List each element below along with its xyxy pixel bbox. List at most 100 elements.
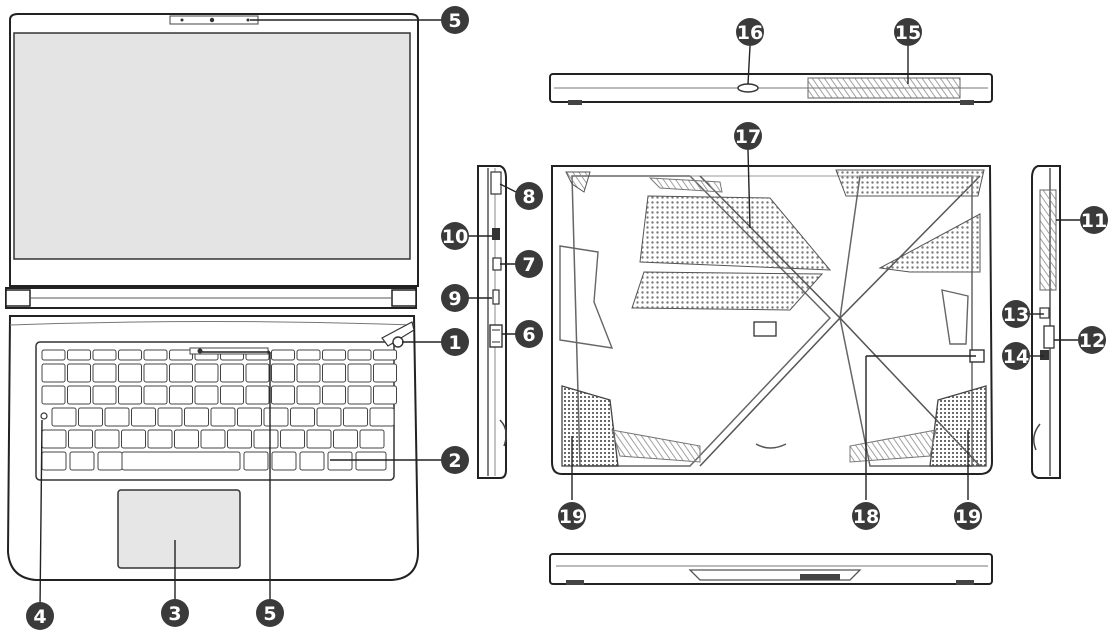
- right-port-14: [1040, 350, 1049, 360]
- key: [67, 349, 91, 361]
- right-port-13: [1039, 307, 1050, 319]
- key: [355, 451, 387, 471]
- key: [121, 451, 241, 471]
- key: [263, 407, 289, 427]
- callout-c11: 11: [1080, 206, 1108, 234]
- callout-badge: [515, 250, 543, 278]
- key: [322, 349, 346, 361]
- laptop-rear-view: [549, 73, 993, 105]
- key: [97, 451, 123, 471]
- key: [316, 407, 342, 427]
- key: [92, 363, 117, 383]
- key: [237, 407, 262, 427]
- callout-badge: [736, 18, 764, 46]
- callout-badge: [1078, 326, 1106, 354]
- key: [41, 385, 66, 405]
- callout-c13: 13: [1002, 300, 1030, 328]
- key: [333, 429, 358, 449]
- callout-label: 17: [735, 126, 761, 148]
- key: [245, 385, 270, 405]
- callout-c14: 14: [1002, 342, 1030, 370]
- key: [143, 385, 168, 405]
- key: [306, 429, 332, 449]
- callout-label: 1: [448, 332, 461, 354]
- key: [147, 429, 173, 449]
- left-port-9: [492, 289, 500, 305]
- rear-vent: [807, 77, 961, 99]
- key: [143, 363, 168, 383]
- key: [169, 363, 193, 383]
- microphone-bar: [189, 347, 269, 355]
- callout-label: 13: [1003, 304, 1029, 326]
- key: [67, 363, 91, 383]
- key: [245, 363, 270, 383]
- laptop-hinge: [5, 287, 417, 309]
- rear-port-16: [737, 83, 759, 93]
- key: [104, 407, 130, 427]
- callout-label: 18: [853, 506, 879, 528]
- laptop-left-side-view: [477, 165, 507, 479]
- callout-badge: [161, 599, 189, 627]
- left-port-10: [492, 228, 500, 240]
- callout-c10: 10: [441, 222, 469, 250]
- key: [347, 349, 372, 361]
- callout-badge: [441, 446, 469, 474]
- callout-badge: [515, 182, 543, 210]
- key: [243, 451, 269, 471]
- key: [296, 363, 321, 383]
- key: [296, 349, 321, 361]
- callout-label: 8: [522, 186, 535, 208]
- key: [373, 349, 397, 361]
- bottom-vent-upper: [639, 195, 832, 271]
- key: [51, 407, 77, 427]
- callout-label: 14: [1003, 346, 1029, 368]
- key: [194, 385, 219, 405]
- callout-badge: [441, 284, 469, 312]
- left-port-8: [490, 171, 502, 195]
- callout-c4: 4: [26, 602, 54, 630]
- left-port-6: [489, 324, 503, 348]
- power-button: [381, 321, 415, 348]
- callout-badge: [852, 502, 880, 530]
- callout-label: 2: [448, 450, 461, 472]
- right-vent: [1039, 189, 1057, 291]
- key: [296, 385, 321, 405]
- callout-c16: 16: [736, 18, 764, 46]
- callout-label: 12: [1079, 330, 1105, 352]
- webcam-strip: [169, 15, 259, 25]
- speaker-left: [561, 385, 619, 467]
- key: [200, 429, 226, 449]
- key: [373, 385, 397, 405]
- key: [121, 429, 146, 449]
- callout-label: 4: [33, 606, 46, 628]
- key: [169, 385, 193, 405]
- callout-c5-top: 5: [441, 6, 469, 34]
- key: [184, 407, 209, 427]
- key: [68, 429, 93, 449]
- key: [271, 451, 297, 471]
- callout-label: 5: [263, 603, 276, 625]
- callout-badge: [256, 599, 284, 627]
- key: [157, 407, 183, 427]
- callout-c5-bottom: 5: [256, 599, 284, 627]
- callout-c3: 3: [161, 599, 189, 627]
- callout-c2: 2: [441, 446, 469, 474]
- key: [220, 363, 244, 383]
- key: [41, 429, 67, 449]
- left-port-7: [492, 257, 502, 271]
- callout-c15: 15: [894, 18, 922, 46]
- callout-label: 7: [522, 254, 535, 276]
- callout-badge: [558, 502, 586, 530]
- key: [290, 407, 315, 427]
- key: [253, 429, 279, 449]
- laptop-screen: [13, 32, 411, 260]
- key: [143, 349, 168, 361]
- callout-c19-right: 19: [954, 502, 982, 530]
- right-port-12: [1043, 325, 1055, 349]
- callout-label: 19: [559, 506, 585, 528]
- callout-c17: 17: [734, 122, 762, 150]
- callout-label: 9: [448, 288, 461, 310]
- speaker-right: [929, 385, 987, 467]
- key: [41, 451, 67, 471]
